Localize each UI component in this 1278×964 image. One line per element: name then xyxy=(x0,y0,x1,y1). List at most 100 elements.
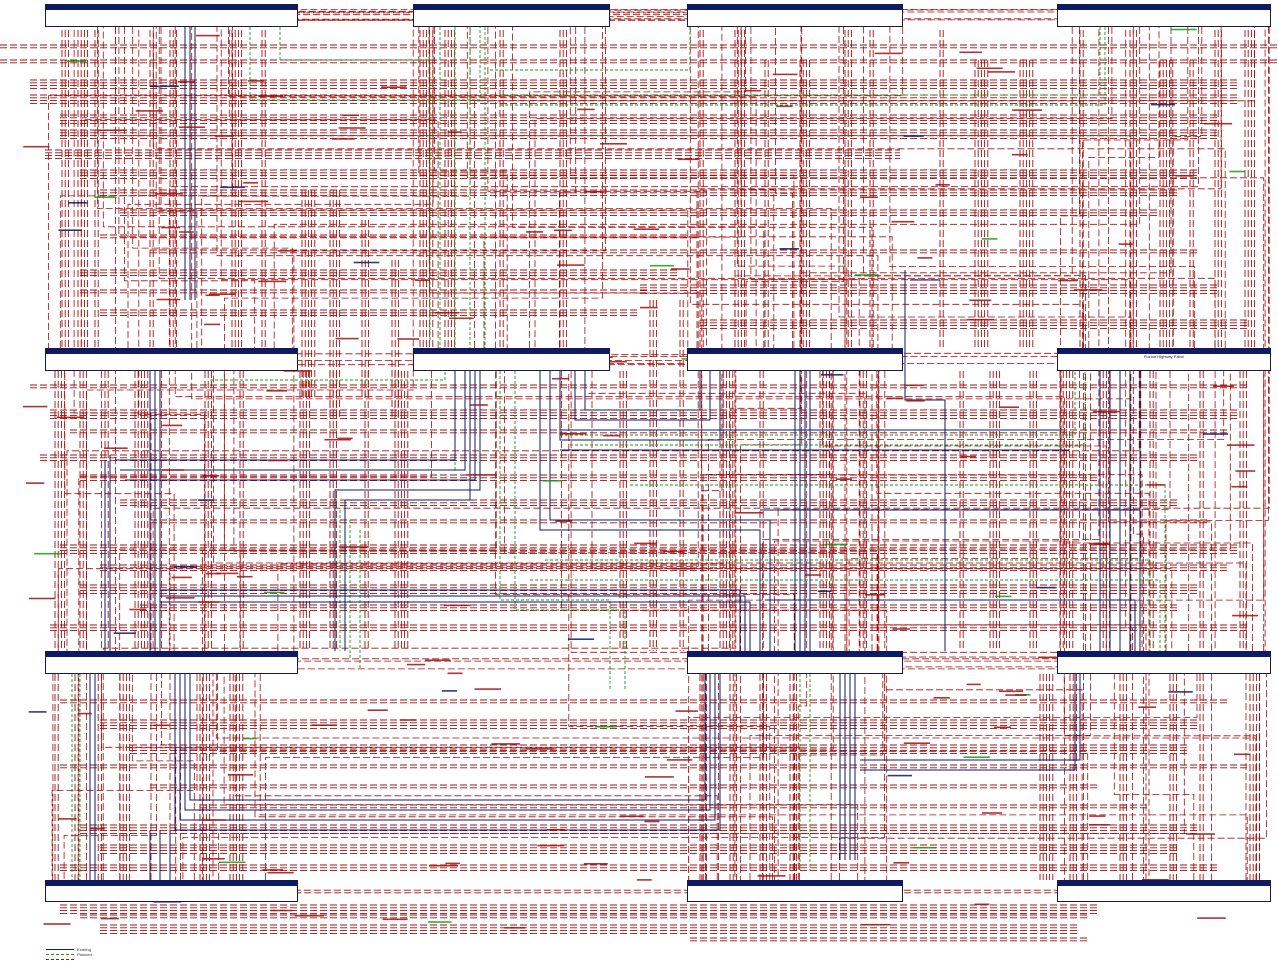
flow-label xyxy=(892,628,910,630)
flow-line xyxy=(234,674,718,880)
flow-label xyxy=(633,228,660,230)
flow-label xyxy=(634,542,657,545)
flow-label xyxy=(414,279,429,282)
flow-label xyxy=(779,248,800,250)
flow-label xyxy=(974,903,990,906)
flow-line xyxy=(736,27,848,651)
node-low-2[interactable] xyxy=(687,651,903,674)
flow-label xyxy=(337,437,353,440)
flow-label xyxy=(1175,175,1193,177)
flow-line xyxy=(848,371,1142,651)
flow-label xyxy=(156,298,181,301)
flow-label xyxy=(1141,879,1169,881)
flow-line xyxy=(48,27,904,348)
flow-label xyxy=(202,475,220,477)
flow-label xyxy=(242,737,257,740)
flow-line xyxy=(132,27,293,348)
flow-line xyxy=(63,674,157,880)
flow-line xyxy=(218,674,1185,880)
flow-label xyxy=(202,858,225,860)
flow-label xyxy=(205,294,220,297)
flow-line xyxy=(179,674,716,821)
node-bottom-2[interactable] xyxy=(687,880,903,902)
node-header-bar xyxy=(1058,881,1270,886)
flow-line xyxy=(160,589,741,651)
flow-label xyxy=(58,818,77,820)
flow-label xyxy=(444,604,471,607)
flow-label xyxy=(382,918,408,921)
flow-label xyxy=(1005,694,1027,696)
flow-label xyxy=(162,424,183,427)
flow-label xyxy=(258,95,284,97)
node-mid-2[interactable] xyxy=(413,348,610,371)
flow-label xyxy=(805,574,822,576)
flow-line xyxy=(500,27,1101,96)
node-mid-1[interactable] xyxy=(45,348,298,371)
flow-label xyxy=(666,759,693,761)
flow-label xyxy=(1233,753,1251,756)
flow-label xyxy=(165,597,195,599)
node-low-1[interactable] xyxy=(45,651,298,674)
node-top-4[interactable] xyxy=(1057,4,1271,27)
node-header-bar xyxy=(1058,349,1270,354)
flow-line xyxy=(210,371,446,381)
flow-line xyxy=(800,27,1172,348)
flow-line xyxy=(1172,27,1203,348)
flow-line xyxy=(201,27,471,348)
flow-label xyxy=(504,927,525,929)
flow-line xyxy=(184,674,711,811)
flow-line xyxy=(561,371,888,880)
flow-label xyxy=(149,85,179,88)
flow-line xyxy=(822,371,1107,651)
flow-label xyxy=(594,725,617,728)
flow-label xyxy=(100,917,119,920)
flow-label xyxy=(177,80,195,83)
flow-line xyxy=(490,27,691,71)
flow-label xyxy=(735,512,764,514)
node-mid-4[interactable]: Florida Highway Patrol xyxy=(1057,348,1271,371)
flow-label xyxy=(525,748,554,750)
flow-line xyxy=(534,27,1113,348)
flow-label xyxy=(935,184,950,186)
node-bottom-1[interactable] xyxy=(45,880,298,902)
node-mid-3[interactable] xyxy=(687,348,903,371)
flow-line xyxy=(78,371,432,880)
flow-label xyxy=(969,299,992,302)
flow-label xyxy=(153,724,170,727)
flow-label xyxy=(913,846,936,849)
node-top-3[interactable] xyxy=(687,4,903,27)
flow-label xyxy=(677,158,700,161)
node-top-2[interactable] xyxy=(413,4,610,27)
flow-label xyxy=(339,546,368,548)
flow-label xyxy=(277,250,297,252)
node-bottom-3[interactable] xyxy=(1057,880,1271,902)
flow-label xyxy=(555,520,573,522)
flow-label xyxy=(428,921,452,923)
flow-label xyxy=(1088,542,1108,545)
flow-label xyxy=(1011,153,1028,156)
flow-label xyxy=(353,261,380,264)
flow-label xyxy=(68,202,88,204)
flow-label xyxy=(77,712,92,715)
flow-line xyxy=(774,371,1080,880)
flow-line xyxy=(217,674,1089,880)
flow-line xyxy=(570,371,1260,880)
flow-label xyxy=(94,196,117,198)
flow-line xyxy=(705,371,880,880)
flow-label xyxy=(861,923,891,926)
legend-item xyxy=(46,958,106,962)
flow-label xyxy=(203,819,227,821)
flow-line xyxy=(549,371,771,651)
flow-label xyxy=(335,337,359,340)
flow-label xyxy=(214,135,234,137)
node-top-1[interactable] xyxy=(45,4,298,27)
flow-label xyxy=(776,105,793,108)
flow-label xyxy=(399,719,416,721)
flow-label xyxy=(526,231,544,233)
flow-label xyxy=(236,575,253,578)
flow-line xyxy=(228,27,757,348)
flow-label xyxy=(267,871,294,874)
node-low-3[interactable] xyxy=(1057,651,1271,674)
